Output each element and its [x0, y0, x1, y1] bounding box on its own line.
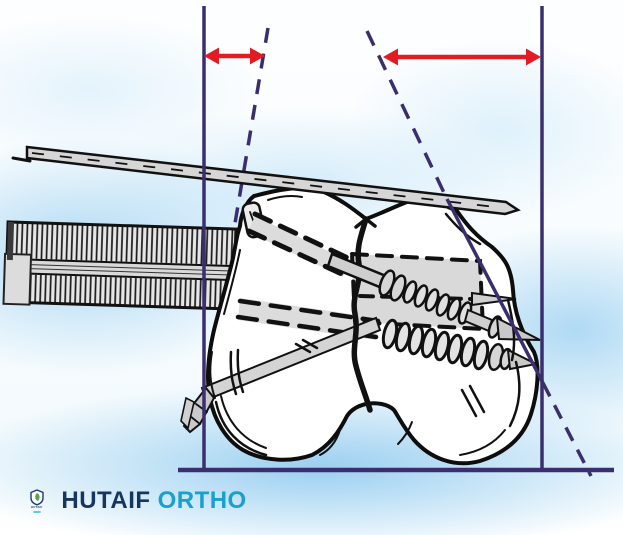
- bone-detail-lines: [209, 195, 521, 457]
- arrowhead-right: [526, 48, 541, 66]
- lower-lag-screw: [381, 318, 540, 372]
- oblique-pin: [180, 316, 382, 434]
- brand-name-primary: HUTAIF: [61, 487, 151, 514]
- right-oblique-axis-line-upper: [365, 30, 449, 200]
- logo-caption: HUTAIF: [30, 506, 43, 509]
- upper-lag-screw: [326, 252, 541, 341]
- lower-screw-tip: [506, 348, 540, 371]
- arrowhead-left: [204, 47, 219, 65]
- shield-icon: [29, 489, 44, 506]
- hidden-barrel-outline: [349, 251, 486, 332]
- hidden-screw-line-3: [237, 298, 381, 324]
- right-oblique-axis-line-lower: [541, 382, 593, 477]
- fracture-line: [351, 216, 373, 413]
- fracture-branch: [354, 217, 377, 229]
- pin-break-mark: [294, 338, 319, 354]
- arrowhead-right: [250, 47, 265, 65]
- arrowhead-left: [383, 48, 398, 66]
- left-distance-arrow: [204, 47, 265, 65]
- instrument-end-cap: [2, 252, 33, 306]
- lower-screw-channel: [238, 298, 378, 340]
- logo-underline: [33, 511, 41, 513]
- right-oblique-axis-line-solid: [445, 198, 545, 384]
- guide-pin-centerline: [31, 152, 505, 209]
- hidden-pin-tip: [471, 291, 517, 307]
- guide-pin: [11, 145, 521, 216]
- hidden-screw-line-1: [252, 211, 353, 262]
- distal-femur-illustration: [180, 185, 541, 466]
- reamer-shaft: [2, 220, 239, 311]
- right-distance-arrow: [383, 48, 541, 66]
- brand-name-secondary: ORTHO: [157, 487, 247, 514]
- instrument-edge: [6, 221, 15, 261]
- guide-pin-end-dash: [11, 156, 32, 163]
- hidden-screw-line-4: [235, 314, 379, 340]
- upper-screw-channel: [248, 216, 349, 277]
- brand-logo: HUTAIF: [25, 489, 48, 513]
- hidden-screw-line-2: [246, 228, 347, 278]
